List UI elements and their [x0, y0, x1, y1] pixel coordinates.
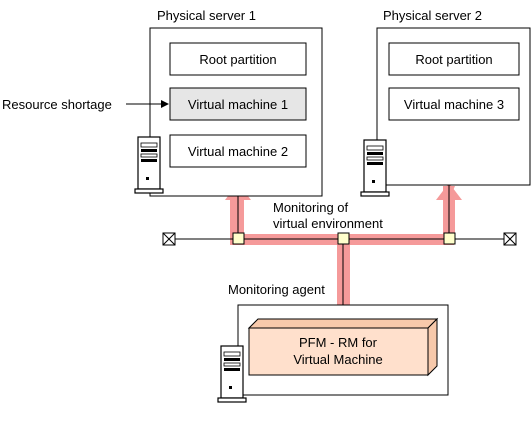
network-node-icon — [337, 232, 350, 245]
server2-virtual-machine-3-label: Virtual machine 3 — [404, 97, 504, 112]
server1-root-partition — [169, 42, 307, 76]
physical-server-2: Physical server 2 Root partition Virtual… — [360, 8, 531, 197]
product-name-line1: PFM - RM for — [299, 335, 378, 350]
product-box: PFM - RM for Virtual Machine — [247, 317, 439, 377]
network-node-icon — [443, 232, 456, 245]
server2-title: Physical server 2 — [383, 8, 482, 23]
monitoring-label-line1: Monitoring of — [273, 200, 349, 215]
server-tower-icon — [217, 345, 247, 403]
server-tower-icon — [360, 139, 390, 197]
server1-virtual-machine-1-label: Virtual machine 1 — [188, 97, 288, 112]
server2-root-partition-label: Root partition — [415, 52, 492, 67]
monitoring-agent-title: Monitoring agent — [228, 282, 325, 297]
monitoring-label-line2: virtual environment — [273, 216, 383, 231]
server2-root-partition — [388, 42, 520, 76]
physical-server-1: Physical server 1 Root partition Virtual… — [134, 8, 323, 197]
network-terminator-icon — [503, 232, 517, 246]
resource-shortage-label: Resource shortage — [2, 97, 112, 112]
server2-virtual-machine-3 — [388, 87, 520, 121]
product-name-line2: Virtual Machine — [293, 352, 382, 367]
network-node-icon — [232, 232, 245, 245]
server1-root-partition-label: Root partition — [199, 52, 276, 67]
monitoring-agent: Monitoring agent PFM - RM for Virtual Ma… — [217, 282, 449, 403]
server1-virtual-machine-2-label: Virtual machine 2 — [188, 144, 288, 159]
server-tower-icon — [134, 136, 164, 194]
server1-virtual-machine-1 — [169, 87, 307, 121]
network-terminator-icon — [162, 232, 176, 246]
server1-title: Physical server 1 — [157, 8, 256, 23]
server1-virtual-machine-2 — [169, 134, 307, 168]
